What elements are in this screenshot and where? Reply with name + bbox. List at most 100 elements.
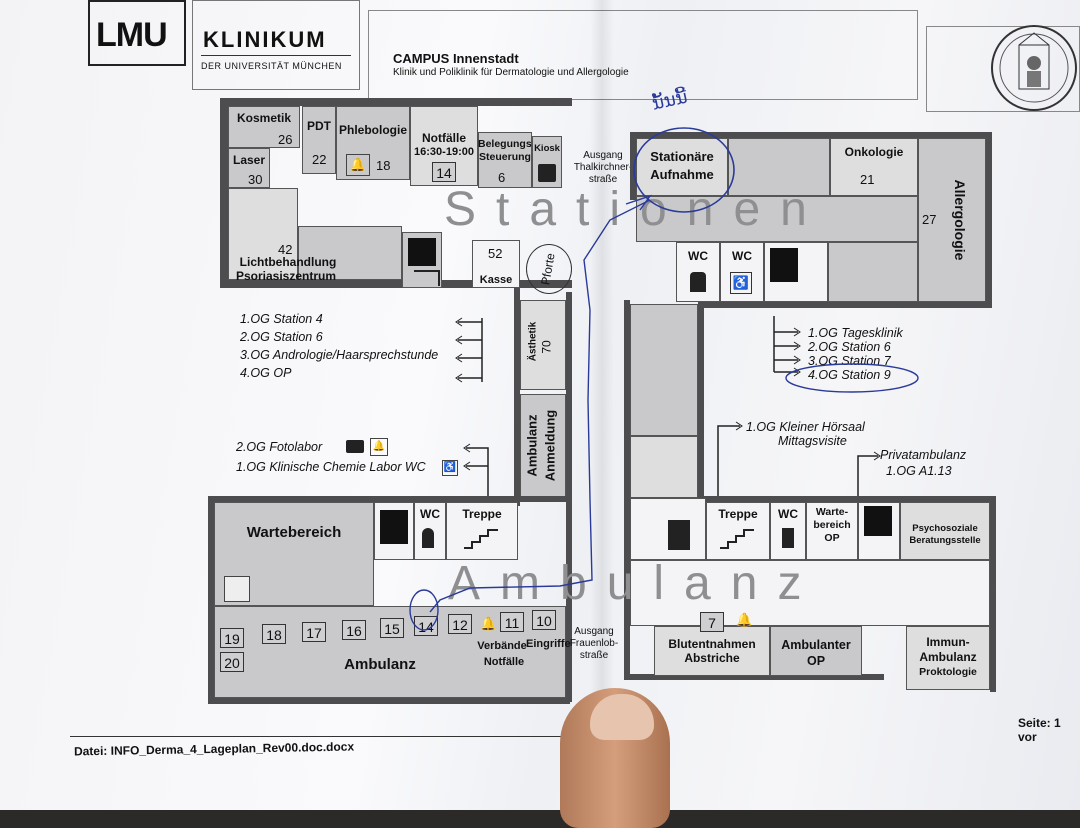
anmeldung-label-1: Ambulanz [524, 414, 540, 477]
legend-right-line-1: 1.OG Tagesklinik [808, 326, 903, 340]
phlebologie-label: Phlebologie [338, 123, 407, 137]
room-number-10: 10 [532, 610, 556, 630]
water-dispenser-icon [668, 520, 690, 550]
immun-label-1: Immun- [926, 635, 970, 649]
arrow-up-right-icon [717, 421, 743, 496]
legend-left-line-1: 1.OG Station 4 [240, 312, 323, 326]
room-psychosoziale [900, 502, 990, 560]
arrow-up-left-icon [463, 443, 489, 496]
legend-right-line-2: 2.OG Station 6 [808, 340, 891, 354]
ausgang-frauenlob-3: straße [570, 650, 618, 662]
belegungs-label-1: Belegungs- [478, 138, 536, 150]
room-kosmetik [228, 106, 300, 148]
legend-left-foto: 2.OG Fotolabor [236, 440, 323, 454]
psycho-label-2: Beratungsstelle [909, 535, 981, 546]
room-number-15: 15 [380, 618, 404, 638]
coffee-machine-icon [224, 576, 250, 602]
notfaelle-time: 16:30-19:00 [414, 146, 474, 158]
psycho-label-1: Psychosoziale [912, 523, 978, 534]
legend-right-line-4: 4.OG Station 9 [808, 368, 891, 382]
toilet-icon [690, 272, 706, 292]
licht-label-1: Lichtbehandlung [239, 255, 337, 269]
kosmetik-label: Kosmetik [236, 111, 292, 125]
arrow-up-right-icon-2 [857, 451, 881, 498]
treppe-left-label: Treppe [462, 507, 502, 521]
pdt-label: PDT [307, 119, 331, 133]
klinikum-subtitle: DER UNIVERSITÄT MÜNCHEN [201, 61, 342, 71]
eingriffe-label: Eingriffe [526, 638, 571, 650]
room-number-14: 14 [414, 616, 438, 636]
warte-op-2: bereich [813, 519, 851, 531]
room-lichtbehandlung [298, 226, 402, 280]
wheelchair-icon-right: ♿ [730, 272, 752, 294]
footer-page: Seite: 1 vor [1018, 716, 1061, 744]
legend-right-line-3: 3.OG Station 7 [808, 354, 891, 368]
stationaere-label: Stationäre [650, 149, 714, 164]
elevator-icon [408, 238, 436, 266]
licht-number: 42 [278, 242, 293, 257]
ambulanz-label: Ambulanz [344, 656, 416, 673]
seal-box [926, 25, 1080, 112]
room-phlebologie [336, 106, 410, 180]
legend-right-hoersaal: 1.OG Kleiner Hörsaal [746, 420, 865, 434]
phlebologie-number: 18 [376, 158, 391, 173]
verbaende-label: Verbände [477, 640, 527, 652]
allergologie-number: 27 [922, 212, 937, 227]
watermark-ambulanz: Ambulanz [448, 557, 822, 610]
wc-right-2-label: WC [732, 249, 752, 263]
room-treppe-right [706, 502, 770, 560]
bell-icon-ambulanz: 🔔 [480, 616, 497, 631]
room-right-top-end [828, 242, 918, 302]
room-allergologie [918, 138, 986, 302]
room-laser [228, 148, 270, 188]
onkologie-label: Onkologie [844, 145, 904, 159]
pdt-number: 22 [312, 152, 327, 167]
wartebereich-label: Wartebereich [246, 524, 342, 541]
wc-right-bottom-label: WC [778, 507, 798, 521]
room-onkologie [830, 138, 918, 196]
blut-label-2: Abstriche [684, 651, 740, 665]
legend-left-labor: 1.OG Klinische Chemie Labor WC [236, 460, 426, 474]
legend-right-privatambulanz: Privatambulanz [880, 448, 967, 462]
onkologie-number: 21 [860, 172, 875, 187]
legend-right-a113: 1.OG A1.13 [886, 464, 952, 478]
notfaelle-number: 14 [432, 162, 456, 182]
notfaelle-label: Notfälle [421, 131, 466, 145]
anmeldung-label-2: Anmeldung [542, 409, 558, 482]
clinic-title: Klinik und Poliklinik für Dermatologie u… [393, 67, 629, 78]
wc-left-label: WC [420, 507, 440, 521]
kasse-label: Kasse [479, 274, 513, 286]
belegungs-label-2: Steuerung [479, 151, 531, 163]
room-number-12: 12 [448, 614, 472, 634]
elevator-icon-bottom [380, 510, 408, 544]
room-number-19: 19 [220, 628, 244, 648]
room-corridor-right [728, 138, 830, 196]
bell-icon-small: 🔔 [370, 438, 388, 456]
aesthetik-label: Ästhetik [527, 321, 539, 362]
warte-op-1: Warte- [815, 506, 849, 518]
stairs-icon [414, 270, 440, 286]
warte-op-3: OP [824, 532, 840, 544]
blut-label-1: Blutentnahmen [668, 637, 756, 651]
room-belegungssteuerung [478, 132, 532, 188]
room-number-17: 17 [302, 622, 326, 642]
room-wartebereich-op [806, 502, 858, 560]
room-number-18: 18 [262, 624, 286, 644]
bell-icon-right: 🔔 [736, 612, 753, 627]
immun-label-3: Proktologie [919, 666, 977, 678]
kosmetik-number: 26 [278, 132, 293, 147]
ausgang-thalkirchner-1: Ausgang [570, 150, 636, 162]
lmu-logo-text: LMU [96, 16, 168, 54]
room-immun-ambulanz [906, 626, 990, 690]
stairs-icon-right [720, 529, 754, 549]
room-number-20: 20 [220, 652, 244, 672]
ausgang-thalkirchner-2: Thalkirchner- [568, 162, 638, 174]
belegungs-number: 6 [498, 170, 506, 185]
university-seal-icon [991, 25, 1077, 111]
room-right-wing-1 [630, 304, 698, 436]
room-right-wing-2 [630, 436, 698, 498]
arrow-left-icon [455, 317, 483, 383]
footer-filename: Datei: INFO_Derma_4_Lageplan_Rev00.doc.d… [73, 739, 355, 759]
licht-label-2: Psoriasiszentrum [235, 269, 337, 283]
